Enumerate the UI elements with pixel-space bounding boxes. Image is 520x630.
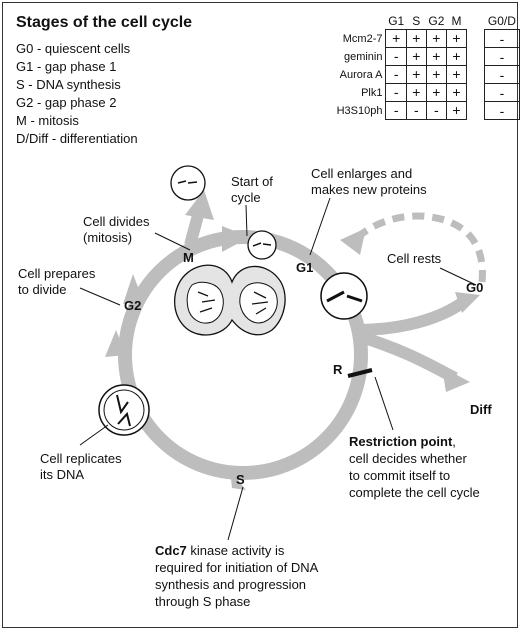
g0-branch bbox=[354, 295, 470, 336]
restriction-point-bar bbox=[347, 368, 373, 378]
cell-replicating bbox=[98, 384, 150, 436]
arrow-s-phase bbox=[230, 470, 246, 490]
marker-row: Aurora A-+++- bbox=[316, 65, 520, 84]
label-restriction-2: cell decides whether bbox=[349, 451, 467, 466]
label-start-1: Start of bbox=[231, 174, 273, 189]
marker-name: geminin bbox=[343, 50, 383, 63]
label-cdc7-4: through S phase bbox=[155, 594, 250, 609]
marker-row: geminin-+++- bbox=[316, 47, 520, 66]
marker-value: - bbox=[385, 65, 407, 84]
pointer-replicates bbox=[79, 424, 109, 446]
marker-value: - bbox=[483, 83, 520, 102]
cell-dividing bbox=[174, 264, 286, 336]
label-replicates-1: Cell replicates bbox=[40, 451, 122, 466]
label-restriction-3: to commit itself to bbox=[349, 468, 450, 483]
label-enlarges-1: Cell enlarges and bbox=[311, 166, 412, 181]
arrow-into-m bbox=[123, 274, 143, 304]
marker-table-header: G1 S G2 M G0/D bbox=[316, 12, 520, 30]
cell-g1 bbox=[320, 272, 368, 320]
cdc7-rest: kinase activity is bbox=[187, 543, 285, 558]
legend-item-m: M - mitosis bbox=[16, 113, 79, 128]
marker-value: + bbox=[446, 101, 467, 120]
pointer-divides bbox=[154, 232, 191, 251]
pointer-rests bbox=[439, 267, 477, 286]
legend-item-g0: G0 - quiescent cells bbox=[16, 41, 131, 56]
pointer-enlarges bbox=[309, 197, 331, 256]
phase-g1: G1 bbox=[296, 260, 313, 275]
restriction-comma: , bbox=[452, 434, 456, 449]
cell-detached bbox=[170, 165, 206, 201]
label-replicates-2: its DNA bbox=[40, 467, 84, 482]
marker-name: H3S10ph bbox=[336, 104, 383, 117]
label-enlarges-2: makes new proteins bbox=[311, 182, 427, 197]
g0-return-arc bbox=[351, 212, 486, 283]
cell-start bbox=[247, 230, 277, 260]
label-prepares-1: Cell prepares bbox=[18, 266, 96, 281]
phase-g0: G0 bbox=[466, 280, 483, 295]
col-m: M bbox=[451, 13, 462, 28]
marker-row: Plk1-+++- bbox=[316, 83, 520, 102]
stage-legend: Stages of the cell cycle G0 - quiescent … bbox=[16, 14, 276, 148]
label-cdc7-2: required for initiation of DNA bbox=[155, 560, 319, 575]
arrow-into-g1 bbox=[222, 226, 250, 252]
g0-branch-head bbox=[455, 292, 480, 313]
col-g1: G1 bbox=[388, 13, 405, 28]
division-arrow-head bbox=[185, 190, 214, 220]
diff-branch-head bbox=[442, 367, 470, 392]
marker-value: + bbox=[425, 65, 448, 84]
phase-m: M bbox=[183, 250, 194, 265]
arrow-into-g2 bbox=[105, 330, 126, 357]
marker-name: Mcm2-7 bbox=[342, 32, 383, 45]
label-start-2: cycle bbox=[231, 190, 261, 205]
marker-value: + bbox=[425, 47, 448, 66]
phase-s: S bbox=[236, 472, 245, 487]
marker-name: Plk1 bbox=[361, 86, 383, 99]
cdc7-bold: Cdc7 bbox=[155, 543, 187, 558]
label-prepares-2: to divide bbox=[18, 282, 66, 297]
marker-table-body: Mcm2-7++++-geminin-+++-Aurora A-+++-Plk1… bbox=[316, 29, 520, 120]
restriction-r: R bbox=[333, 362, 343, 377]
marker-value: - bbox=[425, 101, 448, 120]
legend-item-s: S - DNA synthesis bbox=[16, 77, 121, 92]
marker-row: H3S10ph---+- bbox=[316, 101, 520, 120]
phase-diff: Diff bbox=[470, 402, 492, 417]
restriction-bold: Restriction point bbox=[349, 434, 453, 449]
legend-item-g1: G1 - gap phase 1 bbox=[16, 59, 117, 74]
label-restriction-4: complete the cell cycle bbox=[349, 485, 480, 500]
pointer-prepares bbox=[79, 287, 121, 306]
pointer-start bbox=[245, 204, 248, 237]
marker-value: + bbox=[425, 29, 448, 48]
pointer-cdc7 bbox=[227, 486, 244, 541]
legend-item-g2: G2 - gap phase 2 bbox=[16, 95, 117, 110]
label-rests: Cell rests bbox=[387, 251, 442, 266]
pointer-restriction bbox=[374, 376, 394, 431]
phase-g2: G2 bbox=[124, 298, 141, 313]
legend-item-diff: D/Diff - differentiation bbox=[16, 131, 138, 146]
label-cdc7-3: synthesis and progression bbox=[155, 577, 306, 592]
marker-name: Aurora A bbox=[339, 68, 383, 81]
marker-value: - bbox=[385, 101, 407, 120]
col-g0d: G0/D bbox=[487, 13, 516, 28]
legend-title: Stages of the cell cycle bbox=[16, 14, 193, 31]
label-divides-2: (mitosis) bbox=[83, 230, 132, 245]
g0-return-head bbox=[340, 228, 366, 255]
label-restriction-1: Restriction point, bbox=[349, 434, 456, 449]
label-cdc7-1: Cdc7 kinase activity is bbox=[155, 543, 285, 558]
label-divides-1: Cell divides bbox=[83, 214, 150, 229]
col-s: S bbox=[412, 13, 421, 28]
marker-table: G1 S G2 M G0/D Mcm2-7++++-geminin-+++-Au… bbox=[316, 12, 520, 120]
col-g2: G2 bbox=[428, 13, 445, 28]
marker-value: - bbox=[483, 101, 520, 120]
